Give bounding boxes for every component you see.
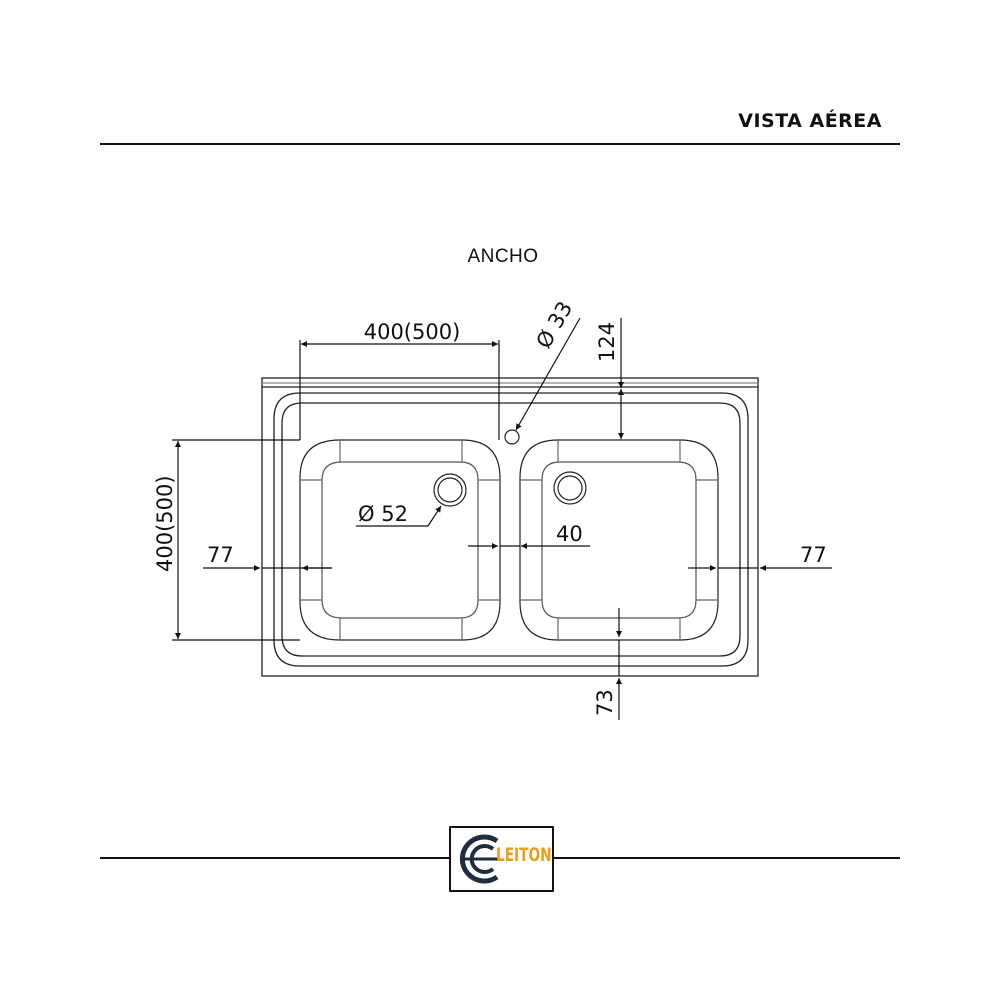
dim-bowl-width: 400(500) xyxy=(364,320,461,344)
dim-bowl-depth: 400(500) xyxy=(153,475,177,572)
dim-right-margin: 77 xyxy=(800,543,827,567)
dim-front-margin: 73 xyxy=(593,689,617,716)
dim-left-margin: 77 xyxy=(207,543,234,567)
dim-back-margin: 124 xyxy=(595,322,619,362)
sink-outline xyxy=(261,377,759,677)
dim-divider: 40 xyxy=(556,522,583,546)
drawing-subtitle: ANCHO xyxy=(467,246,539,267)
dim-drain: Ø 52 xyxy=(358,502,408,526)
faucet-hole xyxy=(504,429,520,445)
right-drain xyxy=(553,471,587,505)
left-drain xyxy=(433,473,467,507)
dimension-lines xyxy=(172,317,832,720)
header-divider xyxy=(100,143,900,145)
dim-faucet-hole: Ø 33 xyxy=(532,297,578,352)
left-bowl xyxy=(299,439,501,641)
logo-c-mark-icon xyxy=(459,834,499,884)
brand-logo: LEITON xyxy=(449,826,554,892)
page-title: VISTA AÉREA xyxy=(738,110,882,132)
right-bowl xyxy=(519,439,719,641)
logo-text: LEITON xyxy=(496,844,552,866)
